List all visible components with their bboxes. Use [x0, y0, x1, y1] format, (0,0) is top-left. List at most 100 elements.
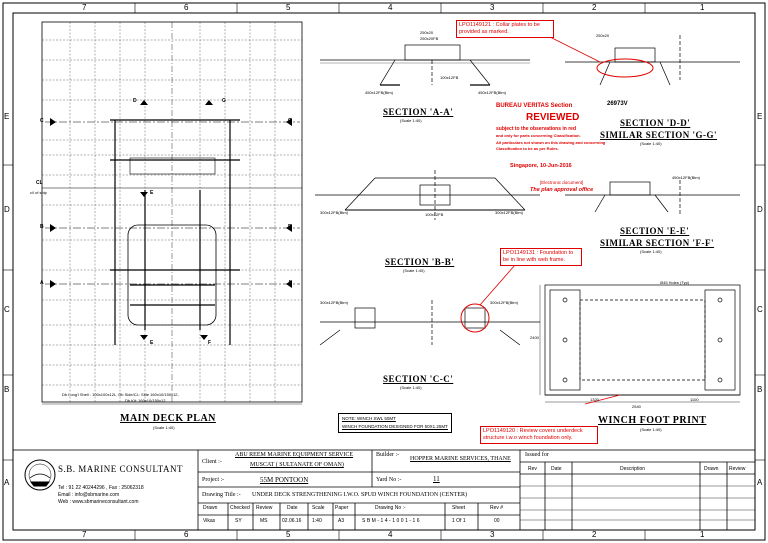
section-b-title: SECTION 'B-B': [385, 257, 455, 267]
section-d-similar: SIMILAR SECTION 'G-G': [600, 130, 718, 140]
head-review: Review: [256, 505, 273, 511]
dim-b-cl: 100x12FB: [425, 212, 444, 217]
zone-left-b: B: [4, 385, 10, 394]
note-collar-plates: LPO1149121 : Collar plates to be provide…: [456, 20, 554, 38]
client-label: Client :-: [202, 459, 222, 465]
stamp-society: BUREAU VERITAS Section: [496, 103, 572, 109]
val-review: MS: [260, 518, 268, 524]
zone-bottom-5: 5: [286, 530, 291, 539]
zone-right-c: C: [757, 305, 763, 314]
dim-winch-width: 2540: [632, 404, 641, 409]
dim-b-left: 300x12FB(Btm): [320, 210, 349, 215]
dim-winch-height: 2400: [530, 335, 539, 340]
drawing-title: UNDER DECK STRENGTHENING I.W.O. SPUD WIN…: [252, 492, 467, 498]
zone-bottom-2: 2: [592, 530, 597, 539]
section-b-drawing: [315, 170, 540, 220]
dim-winch-b: 1100: [690, 397, 699, 402]
zone-bottom-6: 6: [184, 530, 189, 539]
dim-a-top-2: 250x20FB: [420, 36, 439, 41]
zone-top-4: 4: [388, 3, 393, 12]
section-d-drawing: [565, 35, 740, 86]
client-line-1: ABU REEM MARINE EQUIPMENT SERVICE: [235, 452, 354, 458]
issued-for-label: Issued for: [525, 452, 549, 458]
val-rev: 00: [494, 518, 500, 524]
main-deck-scale: (Scale 1:40): [153, 425, 175, 430]
stamp-line-1: subject to the observations in red: [496, 126, 577, 132]
note-review-underdeck: LPO1149120 : Review covers underdeck str…: [480, 426, 598, 444]
rev-head-description: Description: [620, 466, 646, 472]
section-a-title: SECTION 'A-A': [383, 107, 454, 117]
zone-ticks: [3, 3, 765, 540]
stamp-line-4: Classification to be as per Rules.: [496, 146, 559, 151]
head-paper: Paper: [335, 505, 349, 511]
zone-top-5: 5: [286, 3, 291, 12]
project-label: Project :-: [202, 477, 225, 483]
client-line-2: MUSCAT ( SULTANATE OF OMAN): [250, 462, 344, 468]
section-a-scale: (Scale 1:40): [400, 118, 422, 123]
section-c-title: SECTION 'C-C': [383, 374, 454, 384]
winch-note-line-1: NOTE: WINCH SWL 50MT: [342, 416, 396, 421]
zone-left-d: D: [4, 205, 10, 214]
head-drawn: Drawn: [203, 505, 218, 511]
marker-f-bottom: F: [208, 340, 212, 346]
dim-a-web: 100x12FB: [440, 75, 459, 80]
stamp-electronic: [Electronic document]: [540, 180, 584, 185]
zone-top-6: 6: [184, 3, 189, 12]
main-deck-plan: [41, 21, 303, 403]
marker-e-bottom: E: [150, 340, 154, 346]
section-a-drawing: [320, 44, 530, 86]
marker-b-left: B: [40, 224, 44, 230]
winch-foot-print-title: WINCH FOOT PRINT: [598, 415, 707, 426]
winch-foot-print-scale: (Scale 1:40): [640, 427, 662, 432]
longitudinals-note: Db Long'l Shell : 100x100x12L, Db Side/C…: [62, 392, 179, 397]
marker-b-right: B: [288, 224, 292, 230]
builder-label: Builder :-: [376, 452, 400, 458]
note-leaders: [479, 35, 621, 405]
stamp-line-3: All particulars not shown on this drawin…: [496, 140, 606, 145]
val-drawn: Vikas: [203, 518, 216, 524]
main-deck-plan-title: MAIN DECK PLAN: [120, 413, 216, 424]
zone-right-a: A: [757, 478, 763, 487]
dim-a-right: 450x12FB(Btm): [478, 90, 507, 95]
company-logo: [24, 459, 56, 491]
section-c-scale: (Scale 1:40): [400, 385, 422, 390]
zone-top-7: 7: [82, 3, 87, 12]
dim-b-right: 300x12FB(Btm): [495, 210, 524, 215]
head-date: Date: [287, 505, 298, 511]
longitudinals-note-2: Db Kit: 160x10/150x12: [125, 398, 166, 403]
stamp-line-2: and only for parts concerning Classifica…: [496, 133, 581, 138]
rev-head-rev: Rev: [528, 466, 537, 472]
zone-right-d: D: [757, 205, 763, 214]
dim-c-left: 300x12FB(Btm): [320, 300, 349, 305]
company-tel: Tel : 91 22 40244296 , Fax : 25062318: [58, 485, 144, 491]
zone-left-c: C: [4, 305, 10, 314]
company-name: S.B. MARINE CONSULTANT: [58, 464, 183, 474]
val-date: 02.06.16: [282, 518, 302, 524]
stamp-society-name: BUREAU VERITAS: [496, 103, 549, 109]
winch-note-line-2: WINCH FOUNDATION DESIGNED FOR 50X1.25MT: [342, 424, 448, 429]
company-web: Web : www.sbmarineconsultant.com: [58, 499, 139, 505]
head-rev: Rev #: [490, 505, 504, 511]
head-checked: Checked: [230, 505, 250, 511]
stamp-place-date: Singapore, 10-Jun-2016: [510, 163, 572, 169]
zone-top-3: 3: [490, 3, 495, 12]
yard-label: Yard No :-: [376, 477, 402, 483]
zone-bottom-3: 3: [490, 530, 495, 539]
yard-number: 11: [433, 475, 440, 483]
val-checked: SY: [235, 518, 242, 524]
val-paper: A3: [338, 518, 345, 524]
val-scale: 1:40: [312, 518, 322, 524]
stamp-office: The plan approval office: [530, 187, 594, 193]
marker-e-mid: E: [150, 190, 154, 196]
marker-c-left: C: [40, 118, 44, 124]
dim-winch-holes: Ø45 Holes (Typ): [660, 280, 690, 285]
drawing-title-label: Drawing Title :-: [202, 492, 241, 498]
section-b-scale: (Scale 1:40): [403, 268, 425, 273]
stamp-number: 26973V: [607, 101, 628, 107]
zone-right-b: B: [757, 385, 763, 394]
zone-right-e: E: [757, 112, 763, 121]
section-e-title: SECTION 'E-E': [620, 226, 690, 236]
marker-d-top: D: [133, 98, 137, 104]
